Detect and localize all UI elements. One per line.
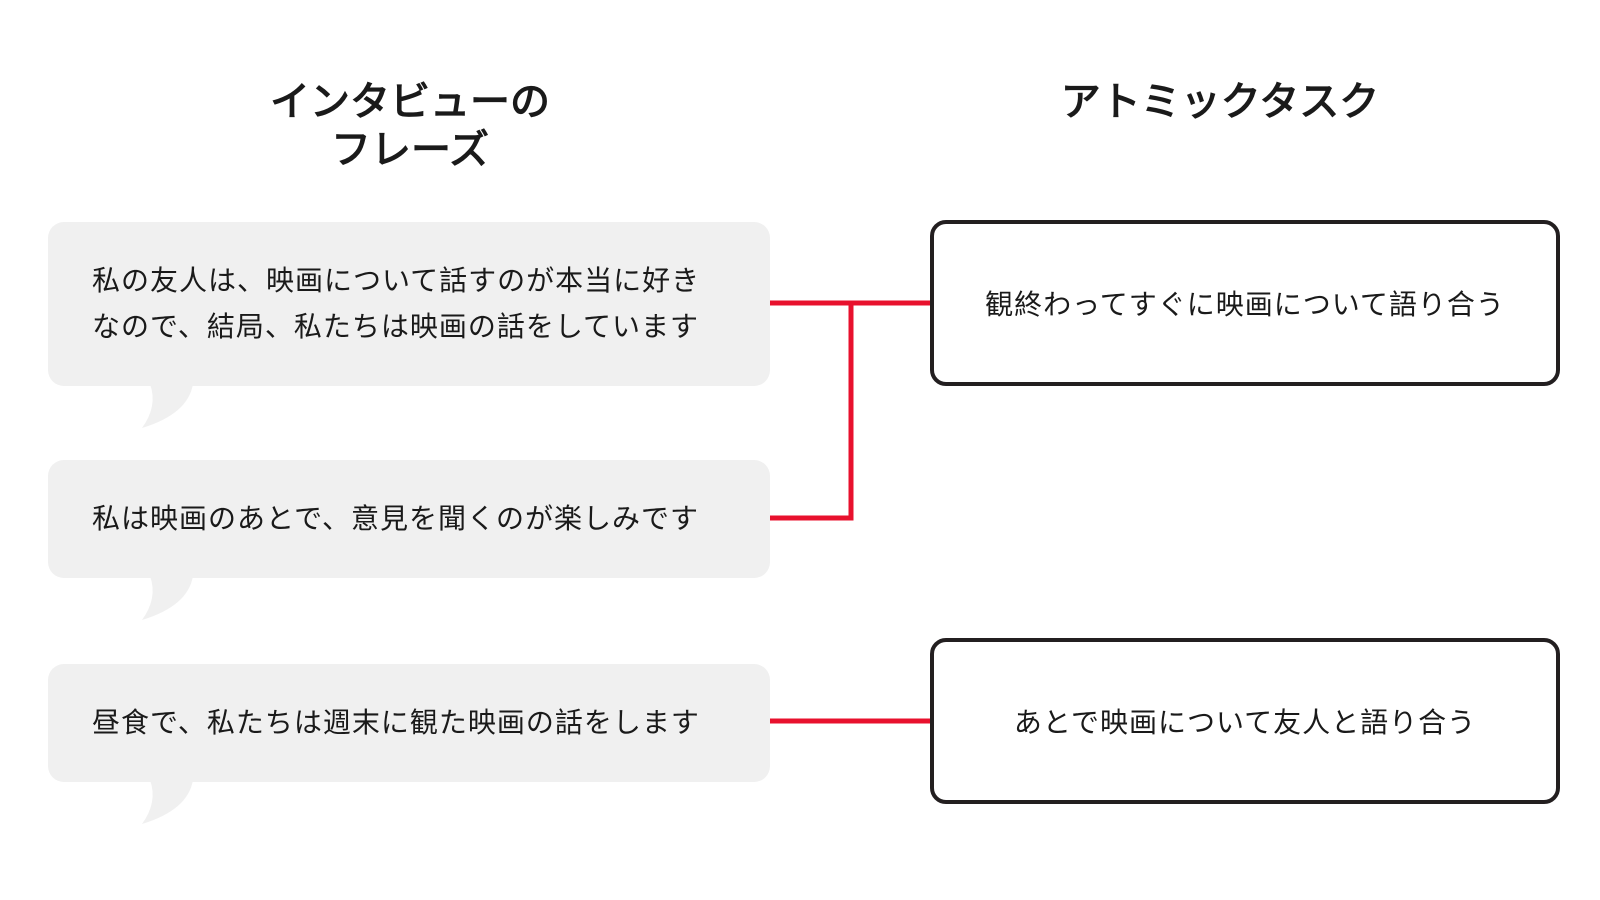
phrase-bubble-1: 私の友人は、映画について話すのが本当に好き なので、結局、私たちは映画の話をして… — [48, 222, 770, 386]
phrase-text-1: 私の友人は、映画について話すのが本当に好き なので、結局、私たちは映画の話をして… — [92, 264, 701, 343]
phrase-text-2: 私は映画のあとで、意見を聞くのが楽しみです — [92, 502, 700, 535]
task-box-2: あとで映画について友人と語り合う — [930, 638, 1560, 804]
connector-phrase2-to-task1 — [770, 303, 854, 521]
phrase-text-3: 昼食で、私たちは週末に観た映画の話をします — [92, 706, 700, 739]
bubble-tail-1 — [142, 384, 193, 428]
atomic-tasks-title: アトミックタスク — [1060, 79, 1380, 125]
phrase-bubble-3: 昼食で、私たちは週末に観た映画の話をします — [48, 664, 770, 782]
interview-phrases-title: インタビューの フレーズ — [270, 79, 550, 173]
phrase-bubble-2: 私は映画のあとで、意見を聞くのが楽しみです — [48, 460, 770, 578]
task-text-2: あとで映画について友人と語り合う — [1013, 706, 1477, 739]
task-box-1: 観終わってすぐに映画について語り合う — [930, 220, 1560, 386]
task-text-1: 観終わってすぐに映画について語り合う — [985, 288, 1505, 321]
bubble-tail-2 — [142, 576, 193, 620]
bubble-tail-3 — [142, 780, 193, 824]
